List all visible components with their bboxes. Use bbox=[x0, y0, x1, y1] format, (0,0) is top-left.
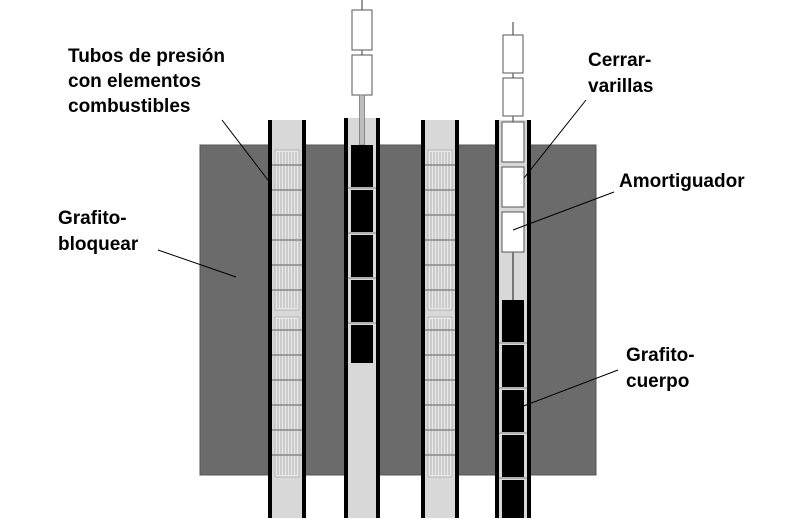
leader-graphite-block bbox=[157, 249, 237, 278]
label-control-rods-line1: Cerrar- bbox=[588, 50, 651, 71]
label-pressure-tubes: Tubos de presión con elementos combustib… bbox=[68, 46, 230, 117]
label-control-rods: Cerrar- varillas bbox=[588, 50, 657, 97]
label-pressure-tubes-line1: Tubos de presión bbox=[68, 46, 225, 67]
leader-lines bbox=[157, 99, 619, 411]
graphite-block bbox=[199, 144, 597, 476]
label-control-rods-line2: varillas bbox=[588, 76, 654, 97]
leader-pressure-tubes bbox=[221, 119, 272, 185]
fuel-assembly-lower bbox=[274, 316, 300, 478]
damper-element bbox=[501, 211, 525, 253]
label-graphite-body-line1: Grafito- bbox=[626, 345, 695, 366]
graphite-segments-4 bbox=[502, 300, 524, 518]
rod-drive-2 bbox=[351, 0, 373, 146]
label-graphite-body: Grafito- cuerpo bbox=[626, 345, 700, 392]
fuel-channel-3 bbox=[421, 120, 459, 518]
graphite-segments-2 bbox=[351, 145, 373, 363]
control-channel-4 bbox=[495, 22, 531, 518]
control-channel-2 bbox=[344, 0, 380, 518]
label-graphite-block-line1: Grafito- bbox=[58, 208, 127, 229]
label-graphite-body-line2: cuerpo bbox=[626, 371, 689, 392]
leader-graphite-body bbox=[512, 369, 619, 411]
fuel-assembly-lower bbox=[427, 316, 453, 478]
label-pressure-tubes-line2: con elementos bbox=[68, 71, 201, 92]
rod-drive-4 bbox=[502, 22, 524, 122]
leader-control-rods bbox=[523, 99, 587, 179]
fuel-assembly-upper bbox=[274, 149, 300, 311]
fuel-assembly-upper bbox=[427, 149, 453, 311]
label-graphite-block: Grafito- bloquear bbox=[58, 208, 139, 255]
fuel-channel-1 bbox=[268, 120, 306, 518]
label-pressure-tubes-line3: combustibles bbox=[68, 96, 190, 117]
label-graphite-block-line2: bloquear bbox=[58, 234, 139, 255]
label-damper: Amortiguador bbox=[619, 171, 745, 192]
control-rod-sections bbox=[501, 121, 525, 208]
leader-damper bbox=[512, 191, 615, 231]
